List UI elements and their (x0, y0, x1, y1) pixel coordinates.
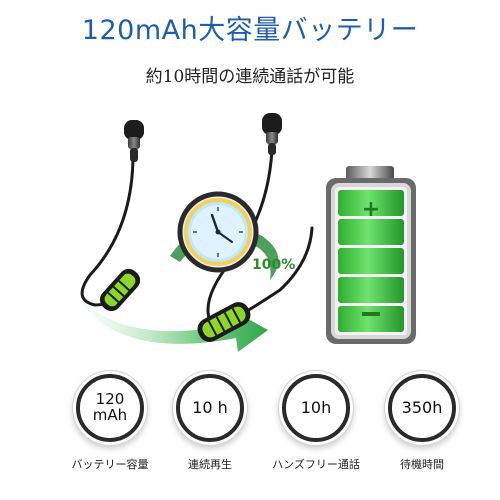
headline: 120mAh大容量バッテリー (81, 15, 419, 46)
spec-value: 10h (300, 397, 332, 417)
control-module-right (197, 302, 251, 342)
spec-standby-time: 350h 待機時間 (372, 374, 472, 472)
control-module-left (99, 268, 141, 312)
spec-continuous-play: 10 h 連続再生 (160, 374, 260, 472)
spec-value: 120 (95, 390, 125, 409)
spec-handsfree-call: 10h ハンズフリー通話 (266, 374, 366, 472)
spec-value: 350h (401, 397, 443, 417)
battery-cells (338, 190, 404, 332)
earbud-right (262, 113, 282, 155)
plus-icon: + (362, 197, 380, 222)
spec-battery-capacity: 120 mAh バッテリー容量 (60, 374, 160, 472)
subline: 約10時間の連続通話が可能 (145, 67, 355, 87)
earbud-left (124, 120, 144, 162)
spec-label: 連続再生 (188, 458, 232, 471)
spec-badge-circle: 10 h (176, 374, 244, 442)
spec-badge-circle: 350h (388, 374, 456, 442)
battery-cell (338, 219, 404, 245)
spec-unit: mAh (92, 406, 128, 424)
spec-row: 120 mAh バッテリー容量 10 h 連続再生 10h ハンズフリー通話 3… (0, 374, 500, 490)
battery-cell (338, 306, 404, 332)
clock-icon (177, 191, 259, 273)
spec-label: 待機時間 (400, 458, 444, 471)
charge-badge: 100% (252, 257, 296, 273)
spec-label: ハンズフリー通話 (272, 458, 360, 471)
battery-cell (338, 190, 404, 216)
battery-cell (338, 248, 404, 274)
minus-icon (362, 312, 380, 316)
spec-badge-circle: 10h (282, 374, 350, 442)
spec-label: バッテリー容量 (71, 458, 149, 471)
battery-icon: + (326, 166, 416, 344)
spec-badge-circle: 120 mAh (76, 374, 144, 442)
battery-cell (338, 277, 404, 303)
spec-value: 10 h (192, 397, 228, 417)
